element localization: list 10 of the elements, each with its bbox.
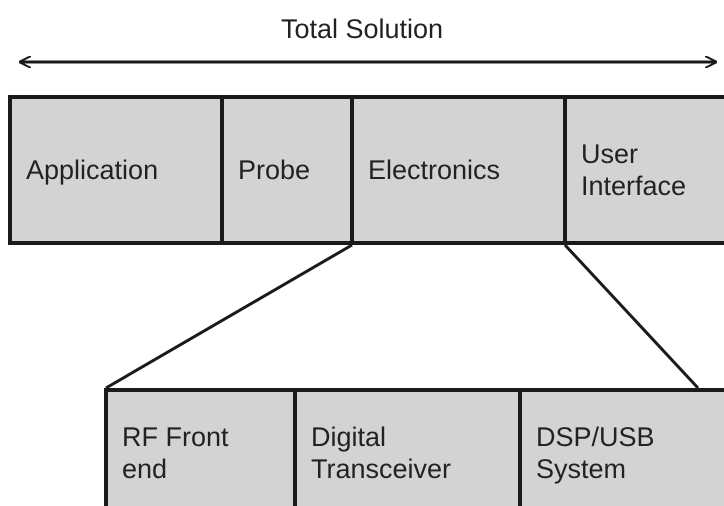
block-label: User Interface [581,138,688,202]
zoom-line [564,244,700,390]
block-label: Electronics [368,154,500,186]
block-label: RF Front end [122,421,230,485]
block-label: DSP/USB System [536,421,656,485]
zoom-line [105,244,353,390]
block-label: Digital Transceiver [311,421,452,485]
heading: Total Solution [280,14,444,45]
block-label: Application [26,154,158,186]
block-label: Probe [238,154,310,186]
